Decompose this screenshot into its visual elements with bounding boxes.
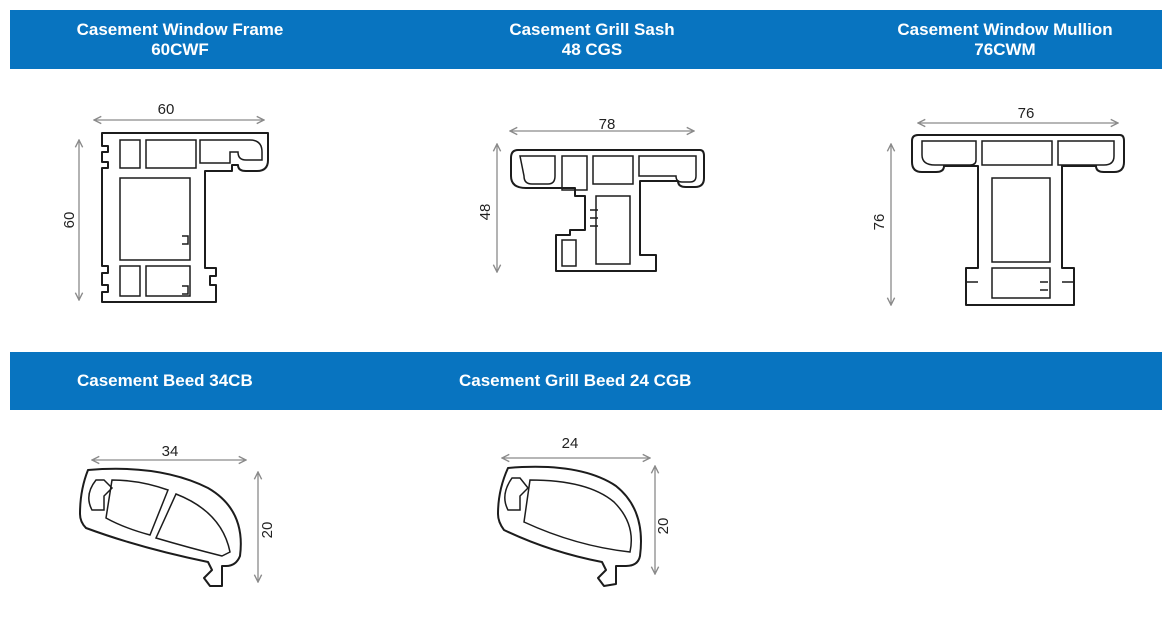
beed-title: Casement Beed 34CB — [77, 371, 253, 390]
beed-height-label: 20 — [259, 522, 276, 539]
mullion-height-label: 76 — [871, 214, 888, 231]
frame-header: Casement Window Frame 60CWF — [30, 20, 330, 60]
grill-beed-height-label: 20 — [655, 518, 672, 535]
beed-header: Casement Beed 34CB — [77, 371, 377, 391]
grill-sash-code: 48 CGS — [561, 40, 623, 59]
header-band-bottom — [10, 352, 1162, 410]
frame-height-label: 60 — [61, 212, 78, 229]
mullion-header: Casement Window Mullion 76CWM — [855, 20, 1155, 60]
grill-beed-title: Casement Grill Beed 24 CGB — [459, 371, 692, 390]
grill-beed-width-label: 24 — [562, 435, 579, 452]
grill-beed-profile — [497, 465, 642, 587]
beed-profile — [79, 467, 242, 587]
grill-sash-header: Casement Grill Sash 48 CGS — [442, 20, 742, 60]
frame-title: Casement Window Frame — [76, 20, 284, 39]
grill-sash-profile — [510, 149, 705, 272]
mullion-profile — [911, 134, 1125, 306]
mullion-title: Casement Window Mullion — [897, 20, 1113, 39]
frame-profile — [101, 132, 269, 303]
header-band-top — [10, 10, 1162, 69]
beed-width-label: 34 — [162, 443, 179, 460]
frame-code: 60CWF — [151, 40, 209, 59]
grill-beed-header: Casement Grill Beed 24 CGB — [459, 371, 779, 391]
mullion-code: 76CWM — [974, 40, 1036, 59]
frame-width-label: 60 — [158, 101, 175, 118]
grill-sash-title: Casement Grill Sash — [509, 20, 675, 39]
grill-sash-width-label: 78 — [599, 116, 616, 133]
grill-sash-height-label: 48 — [477, 204, 494, 221]
mullion-width-label: 76 — [1018, 105, 1035, 122]
